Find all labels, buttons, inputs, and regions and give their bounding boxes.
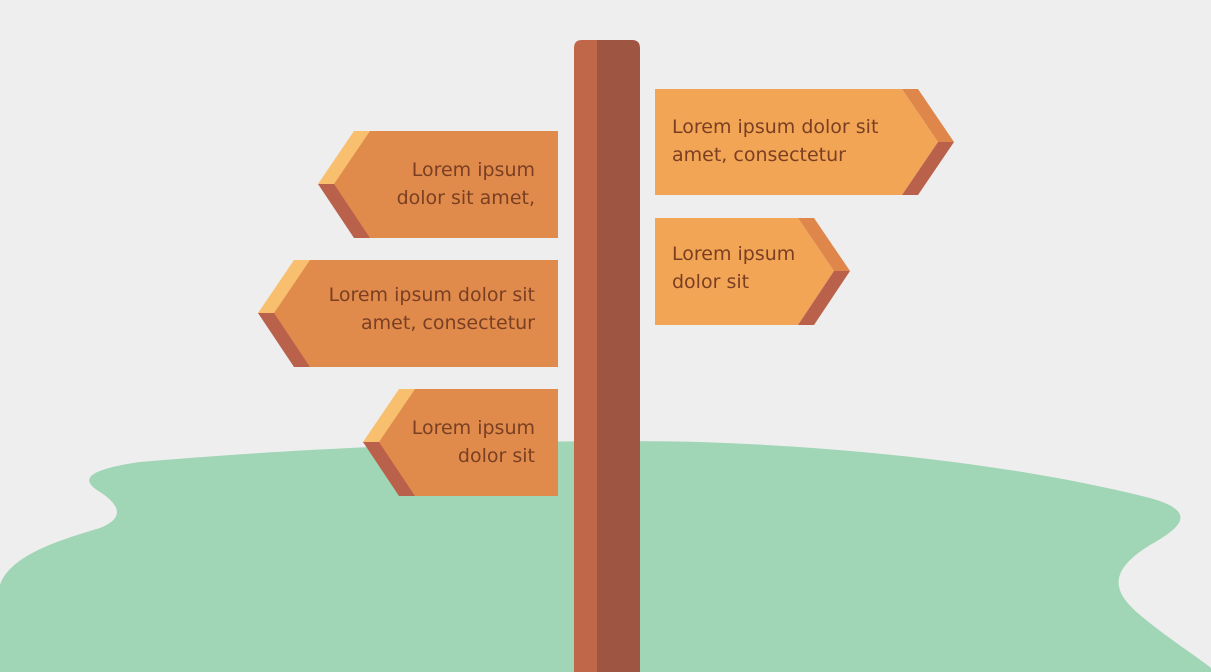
right-sign-1-line-1: Lorem ipsum dolor sit	[672, 116, 879, 138]
right-sign-2-line-2: dolor sit	[672, 271, 750, 293]
right-sign-2-line-1: Lorem ipsum	[672, 243, 796, 265]
right-sign-2	[655, 218, 850, 325]
right-sign-2-text: Lorem ipsum dolor sit	[672, 240, 795, 296]
right-sign-1-text: Lorem ipsum dolor sit amet, consectetur	[672, 113, 878, 169]
left-sign-1-text: Lorem ipsum dolor sit amet,	[397, 156, 535, 212]
left-sign-1	[318, 131, 558, 238]
signpost-pole	[574, 40, 640, 672]
left-sign-2-text: Lorem ipsum dolor sit amet, consectetur	[329, 281, 535, 337]
right-sign-1-line-2: amet, consectetur	[672, 144, 846, 166]
left-sign-3-text: Lorem ipsum dolor sit	[412, 414, 535, 470]
left-sign-3	[363, 389, 558, 496]
left-sign-2-line-2: amet, consectetur	[361, 312, 535, 334]
left-sign-2	[258, 260, 558, 367]
left-sign-2-line-1: Lorem ipsum dolor sit	[328, 284, 535, 306]
left-sign-1-line-2: dolor sit amet,	[396, 187, 535, 209]
left-sign-3-line-1: Lorem ipsum	[411, 417, 535, 439]
right-sign-1	[655, 89, 954, 195]
left-sign-1-line-1: Lorem ipsum	[411, 159, 535, 181]
left-sign-3-line-2: dolor sit	[457, 445, 535, 467]
